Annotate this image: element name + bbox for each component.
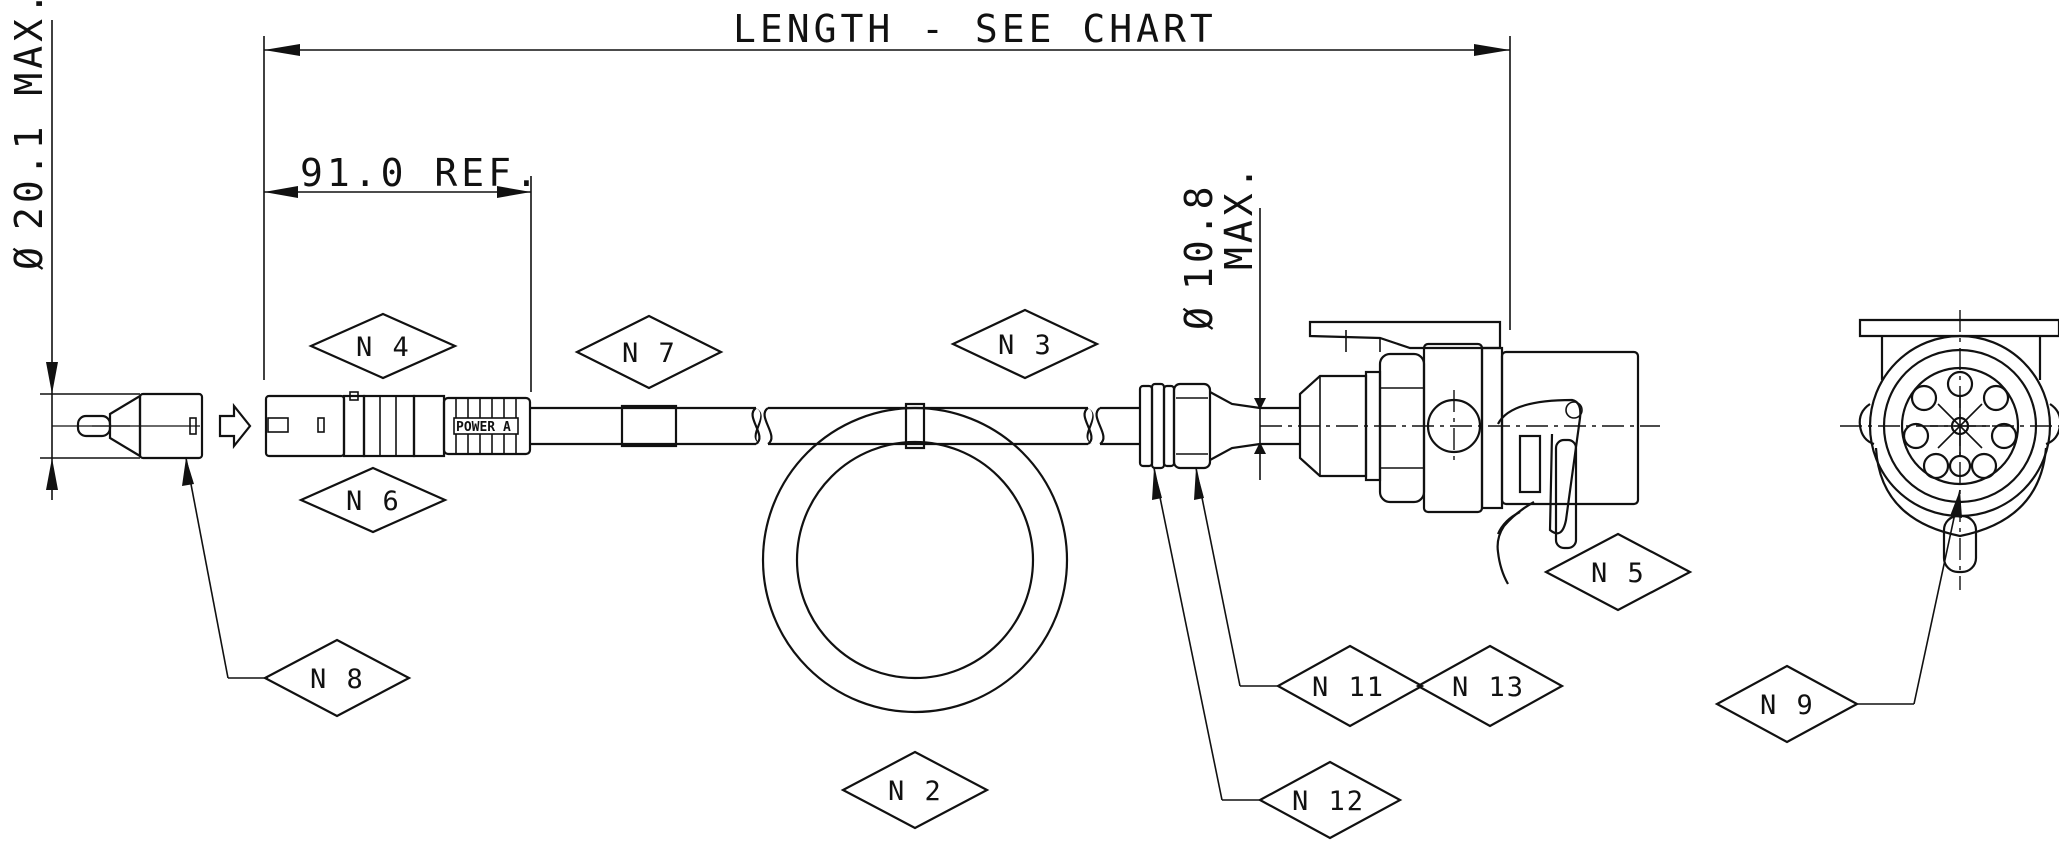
svg-text:N 12: N 12: [1292, 786, 1365, 817]
tag-n4: N 4: [308, 312, 458, 380]
svg-text:N 13: N 13: [1452, 672, 1525, 703]
right-connector: [1138, 320, 1660, 585]
svg-text:N 4: N 4: [356, 332, 411, 363]
ref-length-dimension: 91.0 REF.: [264, 151, 542, 392]
cable: [530, 402, 1140, 450]
tag-n8: N 8: [262, 638, 412, 718]
svg-text:N 8: N 8: [310, 664, 365, 695]
right-diameter-dimension: Ø 10.8 MAX.: [1177, 162, 1266, 480]
svg-text:N 9: N 9: [1760, 690, 1815, 721]
svg-text:N 7: N 7: [622, 338, 677, 369]
connector-end-view: [1840, 310, 2059, 590]
leader-lines: [182, 457, 1962, 801]
tag-n5: N 5: [1543, 532, 1693, 612]
left-diameter-dimension: Ø 20.1 MAX.: [7, 0, 140, 500]
svg-text:N 3: N 3: [998, 330, 1053, 361]
dust-cap: [52, 392, 204, 460]
tag-n3: N 3: [950, 308, 1100, 380]
tag-n7: N 7: [574, 314, 724, 390]
tag-n9: N 9: [1714, 664, 1860, 744]
overall-length-dimension: LENGTH - SEE CHART: [263, 7, 1511, 380]
right-diameter-note: MAX.: [1217, 162, 1261, 270]
assembly-arrow-icon: [218, 402, 252, 450]
cable-coil: [761, 406, 1069, 714]
svg-text:N 6: N 6: [346, 486, 401, 517]
tag-n11: N 11: [1275, 644, 1425, 728]
svg-text:N 2: N 2: [888, 776, 943, 807]
tag-n13: N 13: [1415, 644, 1565, 728]
svg-text:N 5: N 5: [1591, 558, 1646, 589]
left-diameter-symbol: Ø: [7, 243, 51, 270]
ref-length-label: 91.0 REF.: [300, 151, 542, 195]
connector-marking: POWER A: [456, 420, 511, 435]
svg-text:N 11: N 11: [1312, 672, 1385, 703]
tag-n2: N 2: [840, 750, 990, 830]
right-diameter-value: 10.8: [1177, 182, 1221, 290]
left-diameter-label: 20.1 MAX.: [7, 0, 51, 230]
left-connector: POWER A: [264, 391, 532, 458]
tag-n12: N 12: [1257, 760, 1403, 840]
overall-length-label: LENGTH - SEE CHART: [733, 7, 1217, 51]
tag-n6: N 6: [298, 466, 448, 534]
right-diameter-symbol: Ø: [1177, 303, 1221, 330]
